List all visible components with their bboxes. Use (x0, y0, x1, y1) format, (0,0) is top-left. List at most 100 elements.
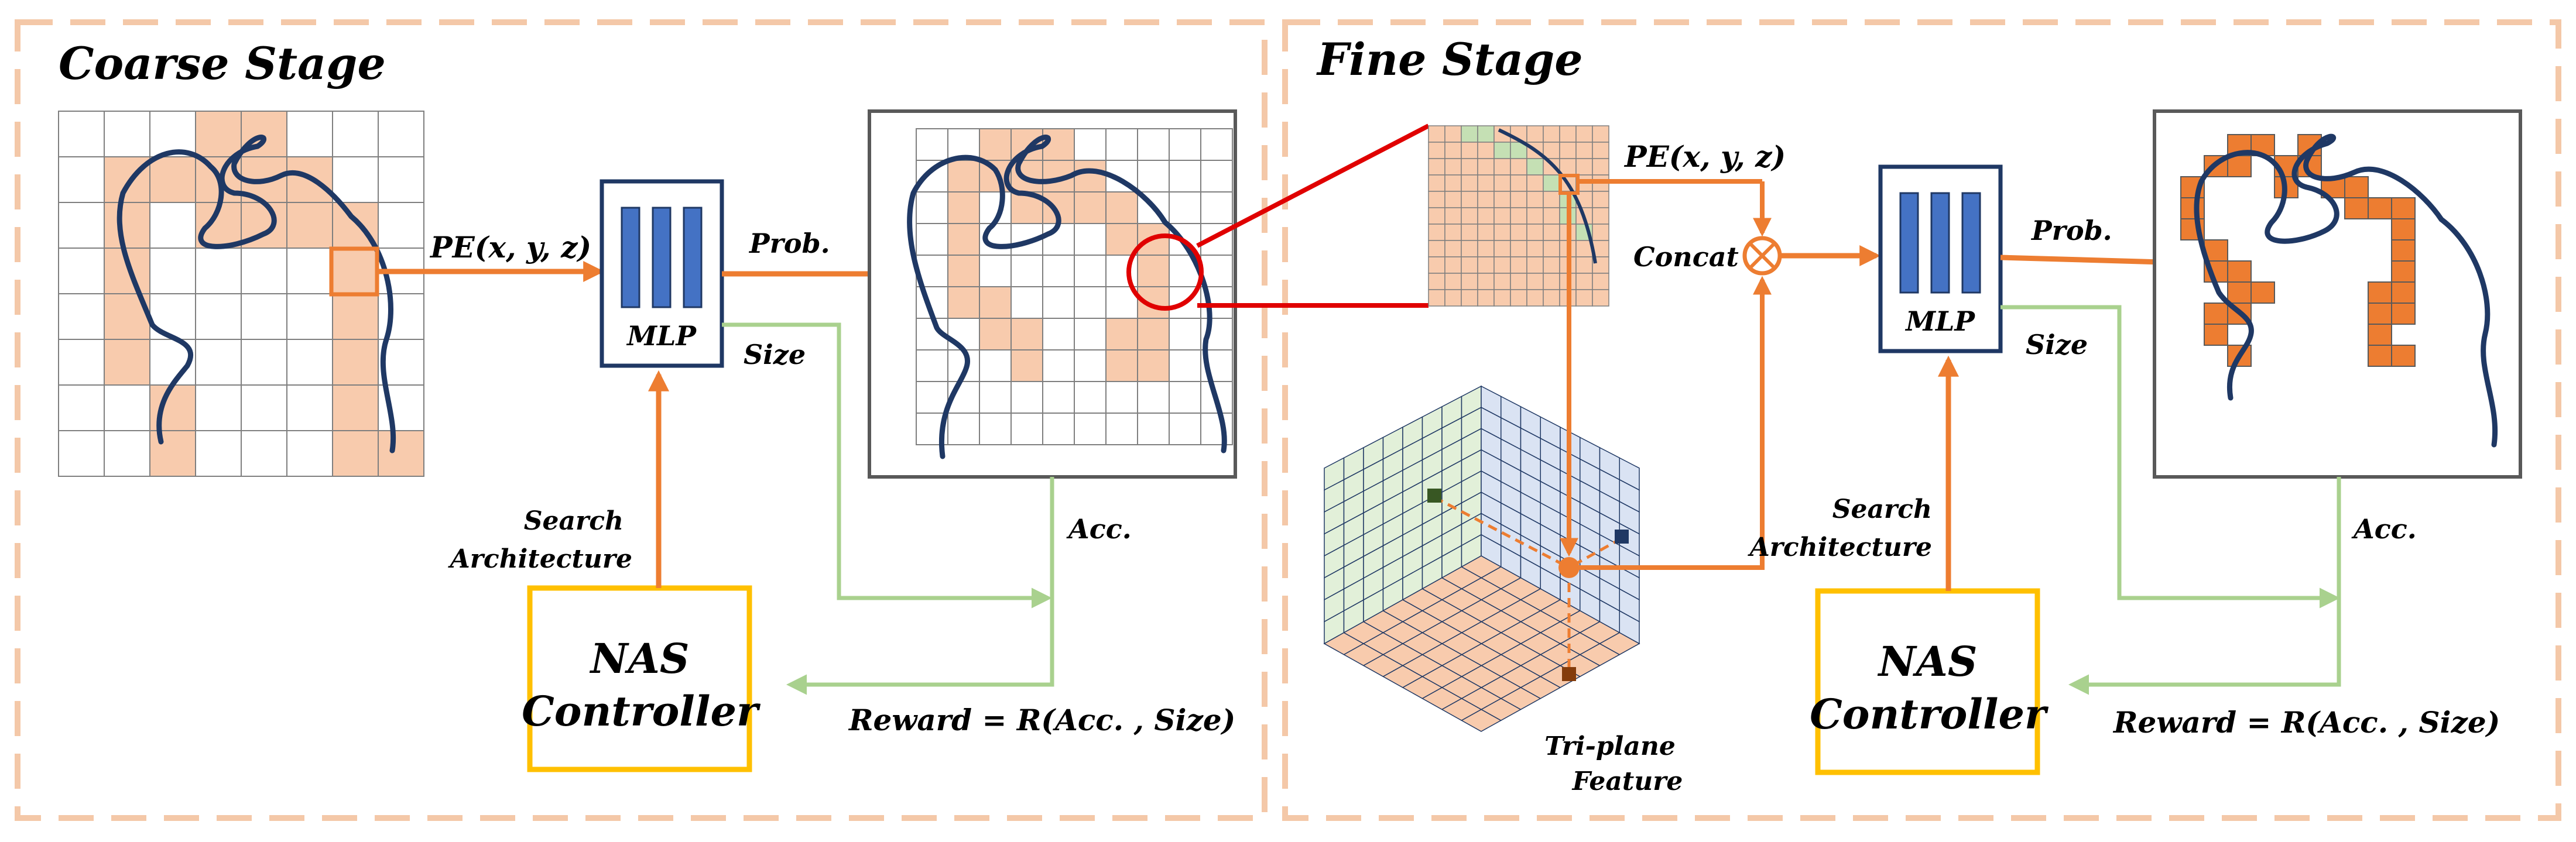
coarse-input-cell (378, 430, 424, 477)
coarse-output-cell (1105, 349, 1138, 382)
fine-zoom-cell (1510, 273, 1527, 290)
fine-output-cell (2391, 260, 2416, 283)
fine-zoom-cell (1575, 289, 1593, 307)
coarse-zoom-highlight (1126, 233, 1204, 311)
coarse-input-cell (378, 111, 424, 157)
coarse-input-cell (241, 384, 287, 431)
coarse-output-cell (1105, 413, 1138, 445)
triplane-feature-arrow (1569, 276, 1772, 570)
fine-zoom-cell (1575, 158, 1593, 176)
fine-zoom-cell (1543, 191, 1560, 208)
fine-zoom-cell (1543, 256, 1560, 274)
fine-output-cell (2391, 197, 2416, 219)
coarse-input-cell (332, 430, 379, 477)
fine-zoom-cell (1477, 240, 1495, 257)
fine-zoom-cell (1477, 224, 1495, 241)
fine-zoom-cell (1493, 158, 1511, 176)
coarse-output-cell (1010, 286, 1043, 319)
coarse-input-cell (149, 248, 196, 294)
fine-zoom-cell (1444, 125, 1462, 143)
triplane-line1: Tri-plane (1544, 731, 1676, 761)
coarse-output-cell (979, 286, 1012, 319)
coarse-output-cell (1074, 128, 1107, 161)
coarse-input-cell (286, 430, 333, 477)
fine-nas-line2: Controller (1810, 690, 2049, 738)
coarse-output-cell (947, 255, 980, 287)
coarse-mlp-layer-2 (652, 207, 672, 308)
fine-zoom-cell (1477, 158, 1495, 176)
fine-zoom-cell (1428, 125, 1445, 143)
coarse-output-cell (1169, 160, 1201, 193)
triplane-xz-cell (1598, 632, 1640, 655)
coarse-input-cell (378, 156, 424, 203)
coarse-output-cell (916, 223, 948, 256)
coarse-output-cell (1010, 413, 1043, 445)
coarse-prob-label: Prob. (748, 228, 830, 259)
fine-zoom-cell (1493, 273, 1511, 290)
coarse-nas-line1: NAS (590, 634, 690, 683)
fine-zoom-cell (1526, 125, 1544, 143)
coarse-input-cell (58, 293, 105, 340)
fine-zoom-cell (1428, 273, 1445, 290)
coarse-output-cell (1074, 413, 1107, 445)
coarse-input-cell (195, 384, 242, 431)
fine-zoom-cell (1428, 174, 1445, 192)
coarse-input-cell (58, 111, 105, 157)
fine-output-cell (2391, 239, 2416, 262)
fine-zoom-cell (1461, 207, 1478, 225)
fine-zoom-cell (1559, 142, 1577, 159)
coarse-input-cell (241, 293, 287, 340)
coarse-output-cell (1169, 413, 1201, 445)
triplane-sample-right (1615, 530, 1629, 544)
coarse-nas-line2: Controller (522, 687, 761, 736)
fine-zoom-grid (1428, 125, 1609, 307)
coarse-input-cell (286, 293, 333, 340)
coarse-output-cell (979, 381, 1012, 414)
coarse-output-cell (1169, 381, 1201, 414)
coarse-pe-label: PE(x, y, z) (429, 230, 591, 264)
fine-output-cell (2368, 281, 2392, 304)
fine-zoom-cell (1592, 224, 1609, 241)
coarse-output-cell (947, 223, 980, 256)
fine-zoom-cell (1444, 158, 1462, 176)
coarse-output-cell (1010, 381, 1043, 414)
fine-mlp-label: MLP (1904, 305, 1975, 337)
fine-zoom-cell (1543, 273, 1560, 290)
fine-zoom-cell (1526, 224, 1544, 241)
fine-zoom-cell (1461, 191, 1478, 208)
fine-zoom-cell (1493, 289, 1511, 307)
coarse-input-cell (332, 248, 379, 294)
fine-zoom-cell (1444, 256, 1462, 274)
fine-search-line1: Search (1832, 494, 1932, 524)
coarse-mlp-label: MLP (626, 320, 697, 352)
coarse-nas-controller (527, 585, 752, 772)
fine-zoom-cell (1461, 289, 1478, 307)
fine-zoom-cell (1526, 158, 1544, 176)
fine-zoom-cell (1444, 273, 1462, 290)
coarse-output-cell (1105, 318, 1138, 350)
coarse-output-cell (916, 349, 948, 382)
fine-zoom-cell (1477, 256, 1495, 274)
fine-stage-border (1282, 19, 2561, 821)
coarse-output-cell (916, 191, 948, 224)
fine-size-feedback (2000, 305, 2340, 609)
coarse-mlp-layer-1 (621, 207, 640, 308)
fine-acc-feedback (2068, 477, 2341, 695)
fine-mlp-layer-1 (1899, 192, 1919, 294)
fine-output-cell (2344, 197, 2369, 219)
coarse-input-cell (195, 339, 242, 386)
fine-zoom-cell (1428, 191, 1445, 208)
coarse-input-cell (332, 384, 379, 431)
coarse-input-cell (149, 156, 196, 203)
coarse-input-cell (195, 293, 242, 340)
fine-output-cell (2227, 281, 2252, 304)
fine-zoom-cell (1444, 224, 1462, 241)
fine-zoom-cell (1543, 240, 1560, 257)
fine-output-cell (2391, 281, 2416, 304)
fine-mlp-layer-2 (1930, 192, 1950, 294)
fine-zoom-cell (1543, 207, 1560, 225)
fine-zoom-cell (1477, 191, 1495, 208)
coarse-output-cell (1200, 191, 1233, 224)
fine-search-line2: Architecture (1748, 532, 1932, 562)
coarse-input-cell (149, 111, 196, 157)
